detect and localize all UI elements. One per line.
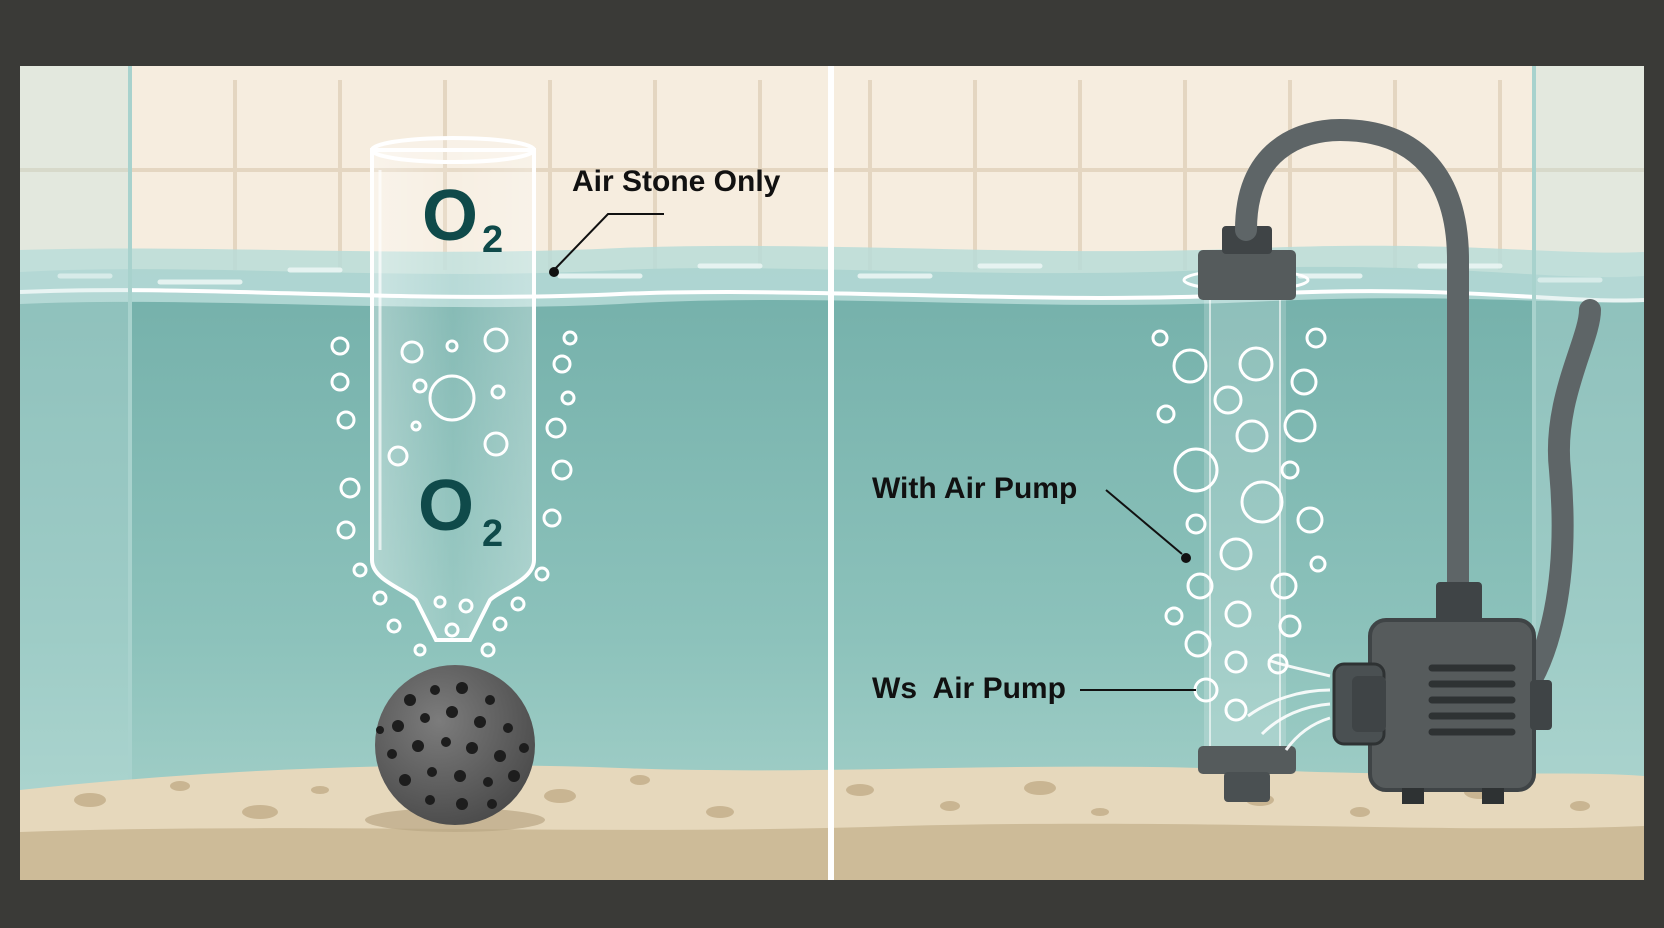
frame-bottom-bar [0,880,1664,928]
bubbles-right [1151,327,1327,722]
with-air-pump-label: With Air Pump [872,472,1077,505]
diffuser-base-icon [1198,746,1296,802]
air-stone-icon [365,665,545,832]
panel-divider [828,64,834,884]
o2-subscript-bottom: 2 [482,513,503,555]
with-air-pump-pointer-dot [1181,553,1191,563]
ws-air-pump-label-group: Ws Air Pump [872,672,1196,705]
o2-formula-top: O 2 [422,176,503,261]
bubble-column [1204,300,1286,750]
o2-subscript-top: 2 [482,219,503,261]
air-pump-icon [1247,582,1552,804]
o2-element-bottom: O [418,466,474,546]
air-stone-pointer-dot [549,267,559,277]
air-stone-only-label: Air Stone Only [572,165,781,198]
o2-formula-bottom: O 2 [418,466,503,555]
frame-top-bar [0,0,1664,66]
air-hose [1235,118,1601,711]
air-stone-label-group: Air Stone Only [549,165,781,277]
with-air-pump-label-group: With Air Pump [872,472,1191,563]
o2-element-top: O [422,176,478,256]
oxygen-tube [370,136,536,642]
bubbles-left [330,327,578,658]
ws-air-pump-label: Ws Air Pump [872,672,1066,705]
